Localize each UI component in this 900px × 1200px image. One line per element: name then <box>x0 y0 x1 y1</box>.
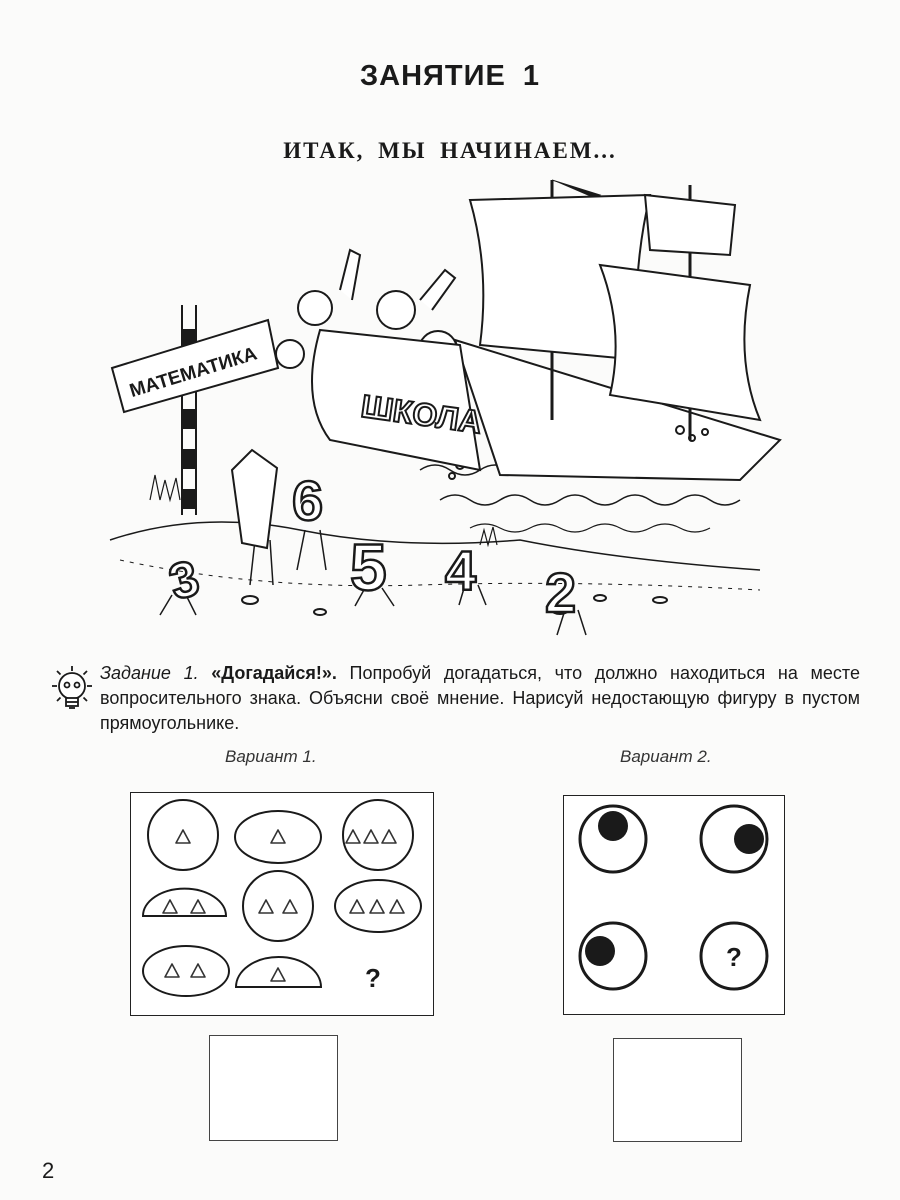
digit-4-character: 4 <box>445 539 476 602</box>
task-paragraph: Задание 1. «Догадайся!». Попробуй догада… <box>100 661 860 736</box>
figure-half-ellipse-2-triangles <box>141 887 228 917</box>
digit-5-character: 5 <box>350 530 387 604</box>
variant-1-question-mark: ? <box>365 963 381 993</box>
digit-2-character: 2 <box>545 561 576 624</box>
variant-2-puzzle-frame: ? <box>563 795 785 1015</box>
variant-1-figures: ? <box>141 799 422 997</box>
variant-1-answer-box[interactable] <box>209 1035 338 1141</box>
digit-6-character: 6 <box>292 469 323 532</box>
figure-ellipse-2-triangles <box>142 945 230 997</box>
page-number: 2 <box>42 1158 55 1183</box>
variant-1-puzzle-frame: ? <box>130 792 434 1016</box>
lesson-subtitle: ИТАК, МЫ НАЧИНАЕМ... <box>283 138 617 163</box>
figure-circle-1-triangle <box>147 799 219 871</box>
variant-2-label: Вариант 2. <box>620 747 712 766</box>
lightbulb-icon <box>52 666 92 709</box>
figure-circle-2-triangles <box>242 870 314 942</box>
variant-2-answer-box[interactable] <box>613 1038 742 1142</box>
eye-unknown <box>699 921 769 991</box>
lesson-title: ЗАНЯТИЕ 1 <box>360 60 540 92</box>
task-text: Попробуй догадаться, что должно находить… <box>100 663 860 733</box>
digit-3-character: 3 <box>163 549 204 610</box>
variant-2-question-mark: ? <box>726 942 742 972</box>
figure-half-ellipse-1-triangle <box>234 956 323 988</box>
task-name: «Догадайся!». <box>211 663 337 683</box>
task-label: Задание 1. <box>100 663 199 683</box>
figure-ellipse-1-triangle <box>234 810 322 864</box>
figure-circle-3-triangles <box>342 799 414 871</box>
figure-ellipse-3-triangles <box>334 879 422 933</box>
variant-2-figures: ? <box>578 804 769 991</box>
lesson-illustration: МАТЕМАТИКА ШКОЛА 3 6 5 4 2 <box>109 179 782 636</box>
variant-1-label: Вариант 1. <box>225 747 317 766</box>
